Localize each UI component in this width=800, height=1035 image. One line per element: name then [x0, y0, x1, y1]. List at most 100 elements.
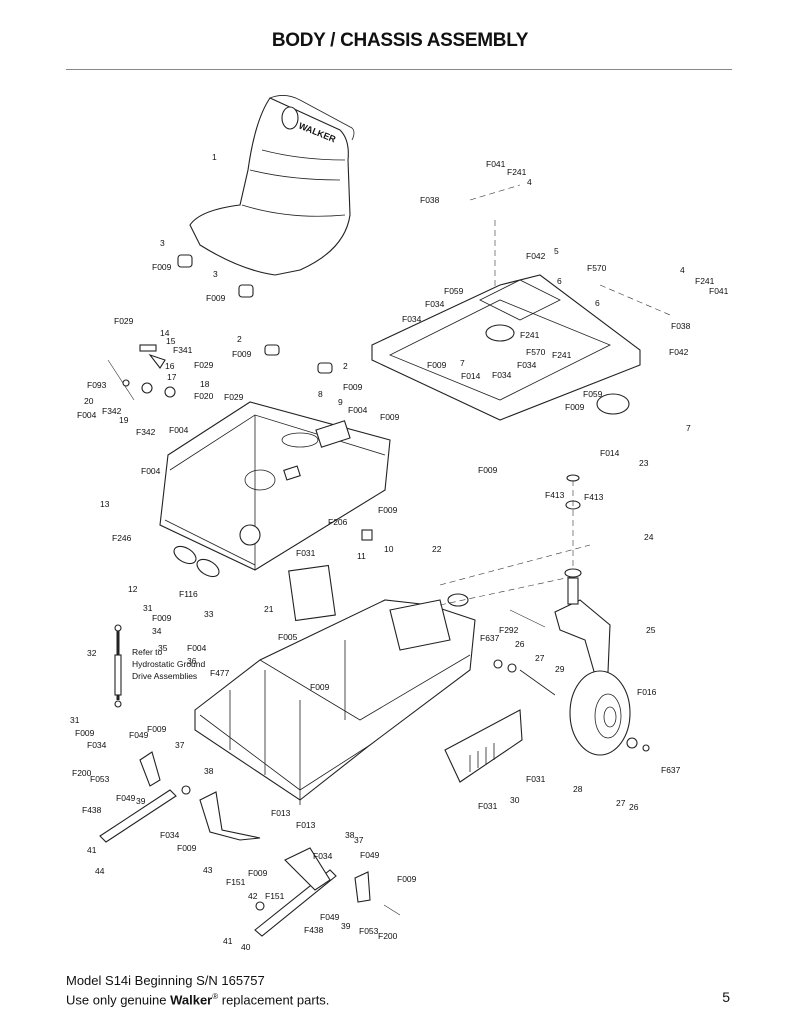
part-callout: 26: [515, 639, 525, 649]
page-number: 5: [722, 989, 730, 1005]
part-callout: F009: [177, 843, 197, 853]
part-callout: F009: [152, 262, 172, 272]
part-callout: 9: [338, 397, 343, 407]
part-callout: 12: [128, 584, 138, 594]
part-callout: F009: [206, 293, 226, 303]
part-callout: 41: [223, 936, 233, 946]
part-callout: 40: [241, 942, 251, 952]
title-rule: [66, 69, 732, 70]
part-callout: F093: [87, 380, 107, 390]
part-callout: F041: [486, 159, 506, 169]
part-callout: F034: [402, 314, 422, 324]
part-callout: 2: [343, 361, 348, 371]
part-callout: 21: [264, 604, 274, 614]
part-callout: F059: [444, 286, 464, 296]
part-callout: 38: [204, 766, 214, 776]
part-callout: 22: [432, 544, 442, 554]
part-callout: F292: [499, 625, 519, 635]
part-callout: F042: [669, 347, 689, 357]
part-callout: F034: [517, 360, 537, 370]
main-chassis-frame: [194, 544, 591, 805]
part-callout: F570: [587, 263, 607, 273]
part-callout: F438: [304, 925, 324, 935]
part-callout: F038: [420, 195, 440, 205]
part-callout: 26: [629, 802, 639, 812]
part-callout: 7: [686, 423, 691, 433]
part-callout: 14: [160, 328, 170, 338]
part-callout: 27: [535, 653, 545, 663]
part-callout: F438: [82, 805, 102, 815]
part-callout: 2: [237, 334, 242, 344]
part-callout: F246: [112, 533, 132, 543]
part-callout: 28: [573, 784, 583, 794]
part-callout: F413: [584, 492, 604, 502]
part-callout: F049: [360, 850, 380, 860]
part-callout: 44: [95, 866, 105, 876]
note-line-1: Refer to: [132, 647, 163, 657]
part-callout: F041: [709, 286, 729, 296]
part-callout: 23: [639, 458, 649, 468]
part-callout: F029: [114, 316, 134, 326]
part-callout: F151: [265, 891, 285, 901]
part-callout: 1: [212, 152, 217, 162]
part-callout: F009: [248, 868, 268, 878]
part-callout: F042: [526, 251, 546, 261]
model-line: Model S14i Beginning S/N 165757: [66, 973, 265, 988]
part-callout: F009: [478, 465, 498, 475]
part-callout: 17: [167, 372, 177, 382]
linkage-small-parts: [107, 344, 333, 401]
part-callout: 10: [384, 544, 394, 554]
notice-suffix: replacement parts.: [218, 992, 330, 1008]
part-callout: F059: [583, 389, 603, 399]
part-callout: F004: [169, 425, 189, 435]
part-callout: F034: [160, 830, 180, 840]
part-callout: F009: [232, 349, 252, 359]
part-callout: F034: [313, 851, 333, 861]
part-callout: 27: [616, 798, 626, 808]
parts-notice: Use only genuine Walker® replacement par…: [66, 989, 329, 1008]
part-callout: F637: [661, 765, 681, 775]
part-callout: F031: [296, 548, 316, 558]
part-callout: F151: [226, 877, 246, 887]
part-callout: 11: [357, 551, 366, 561]
part-callout: 16: [165, 361, 175, 371]
part-callout: F053: [90, 774, 110, 784]
part-callout: F009: [152, 613, 172, 623]
part-callout: 24: [644, 532, 654, 542]
part-callout: 36: [187, 656, 197, 666]
part-callout: F200: [378, 931, 398, 941]
registered-mark: ®: [212, 992, 219, 1001]
part-callout: 33: [204, 609, 214, 619]
part-callout: F029: [194, 360, 214, 370]
caster-wheel-assembly: [493, 474, 650, 756]
part-callout: F031: [478, 801, 498, 811]
part-callout: 37: [354, 835, 364, 845]
part-callout: F009: [565, 402, 585, 412]
part-callout: F020: [194, 391, 214, 401]
part-callout: F005: [278, 632, 298, 642]
part-callout: F016: [637, 687, 657, 697]
part-callout: F241: [507, 167, 527, 177]
part-callout: 35: [158, 643, 168, 653]
part-callout: 32: [87, 648, 97, 658]
lever-assemblies: [99, 751, 401, 937]
part-callout: F009: [380, 412, 400, 422]
refer-note: Refer to Hydrostatic Ground Drive Assemb…: [132, 647, 205, 681]
page-title: BODY / CHASSIS ASSEMBLY: [271, 30, 529, 51]
part-callout: F049: [116, 793, 136, 803]
part-callout: 6: [595, 298, 600, 308]
part-callout: 37: [175, 740, 185, 750]
part-callout: 4: [680, 265, 685, 275]
part-callout: F570: [526, 347, 546, 357]
part-callout: F014: [600, 448, 620, 458]
part-callout: 8: [318, 389, 323, 399]
part-callout: F014: [461, 371, 481, 381]
part-callout: F004: [187, 643, 207, 653]
part-callout: F342: [102, 406, 122, 416]
part-callout: 20: [84, 396, 94, 406]
part-callout: F009: [147, 724, 167, 734]
part-callout: 31: [70, 715, 80, 725]
note-line-3: Drive Assemblies: [132, 671, 197, 681]
